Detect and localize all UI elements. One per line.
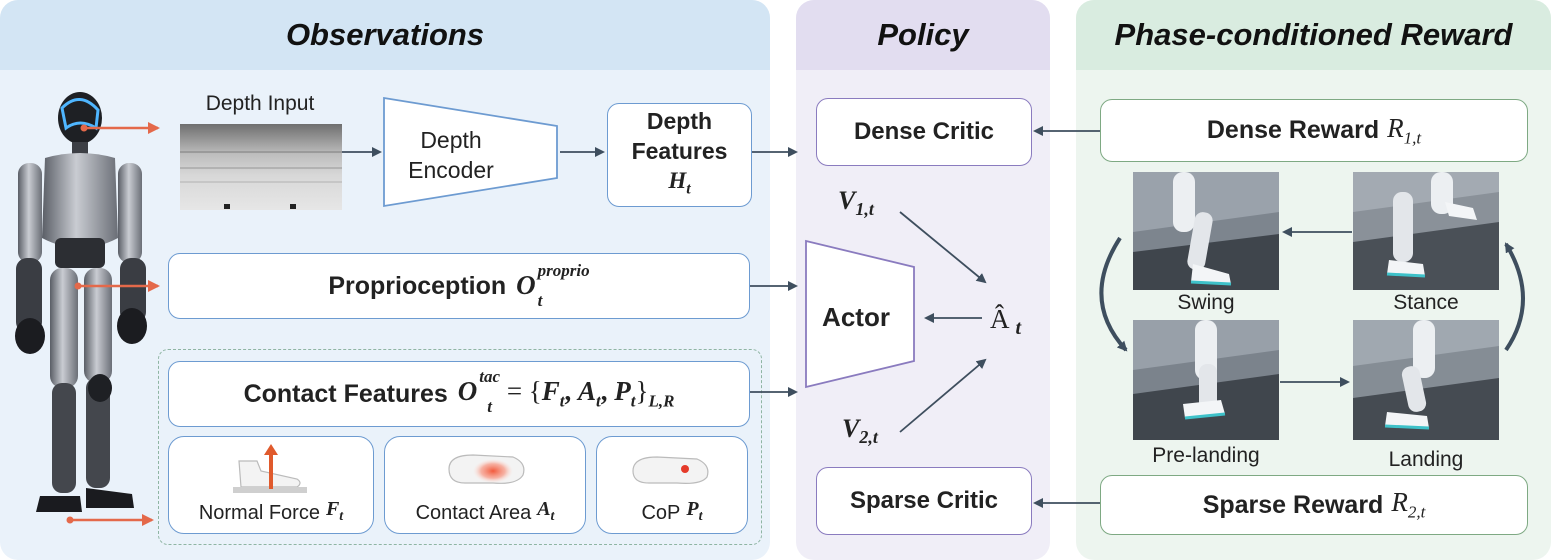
actor-shape: [805, 239, 915, 389]
cop-symbol: Pt: [686, 498, 703, 524]
cop-card: CoP Pt: [596, 436, 748, 534]
depth-input-label: Depth Input: [205, 92, 315, 115]
contact-area-label: Contact Area: [415, 502, 532, 524]
swing-phase-image: [1133, 172, 1279, 290]
contact-area-card: Contact Area At: [384, 436, 586, 534]
sparse-reward-symbol: R2,t: [1391, 487, 1426, 522]
depth-encoder-line1: Depth: [420, 127, 482, 153]
cop-icon: [632, 456, 709, 484]
normal-force-label: Normal Force: [198, 502, 320, 524]
depth-encoder-line2: Encoder: [408, 157, 494, 183]
dense-reward-symbol: R1,t: [1387, 112, 1422, 148]
arrow-swing-to-prelanding: [1099, 236, 1128, 352]
cop-label: CoP: [641, 502, 681, 524]
normal-force-icon: [233, 444, 307, 493]
normal-force-card: Normal Force Ft: [168, 436, 374, 534]
contact-area-symbol: At: [537, 498, 555, 524]
dense-reward-label: Dense Reward: [1206, 116, 1380, 144]
depth-features-line2: Features: [631, 137, 728, 164]
swing-label: Swing: [1177, 291, 1235, 314]
depth-encoder-shape: [383, 96, 558, 208]
contact-group: [158, 349, 762, 545]
landing-phase-image: [1353, 320, 1499, 440]
arrow-v2-to-advantage: [899, 358, 987, 433]
sparse-critic-box: Sparse Critic: [816, 467, 1032, 535]
v1-label: V1,t: [838, 186, 874, 220]
dense-critic-box: Dense Critic: [816, 98, 1032, 166]
stance-label: Stance: [1393, 291, 1459, 314]
contact-area-icon: [448, 454, 525, 484]
sparse-reward-label: Sparse Reward: [1202, 490, 1384, 519]
policy-panel: Policy: [796, 0, 1050, 560]
depth-input-image: [180, 124, 342, 210]
actor-label: Actor: [822, 302, 890, 332]
sparse-reward-box: Sparse Reward R2,t: [1100, 475, 1528, 535]
observations-title: Observations: [0, 0, 770, 70]
stance-phase-image: [1353, 172, 1499, 290]
humanoid-robot-image: [15, 92, 147, 512]
reward-title: Phase-conditioned Reward: [1076, 0, 1551, 70]
arrow-v1-to-advantage: [899, 211, 987, 284]
policy-title: Policy: [796, 0, 1050, 70]
normal-force-symbol: Ft: [325, 498, 344, 524]
depth-features-box: Depth Features Ht: [607, 103, 752, 207]
dense-reward-box: Dense Reward R1,t: [1100, 99, 1528, 162]
depth-features-line1: Depth: [646, 107, 713, 134]
contact-features-label: Contact Features: [243, 379, 448, 408]
arrow-landing-to-stance: [1504, 242, 1525, 352]
pre-landing-phase-image: [1133, 320, 1279, 440]
depth-features-symbol: Ht: [668, 167, 691, 198]
pre-landing-label: Pre-landing: [1152, 444, 1260, 467]
landing-label: Landing: [1388, 448, 1464, 471]
proprioception-label: Proprioception: [328, 271, 507, 300]
v2-label: V2,t: [842, 414, 878, 448]
